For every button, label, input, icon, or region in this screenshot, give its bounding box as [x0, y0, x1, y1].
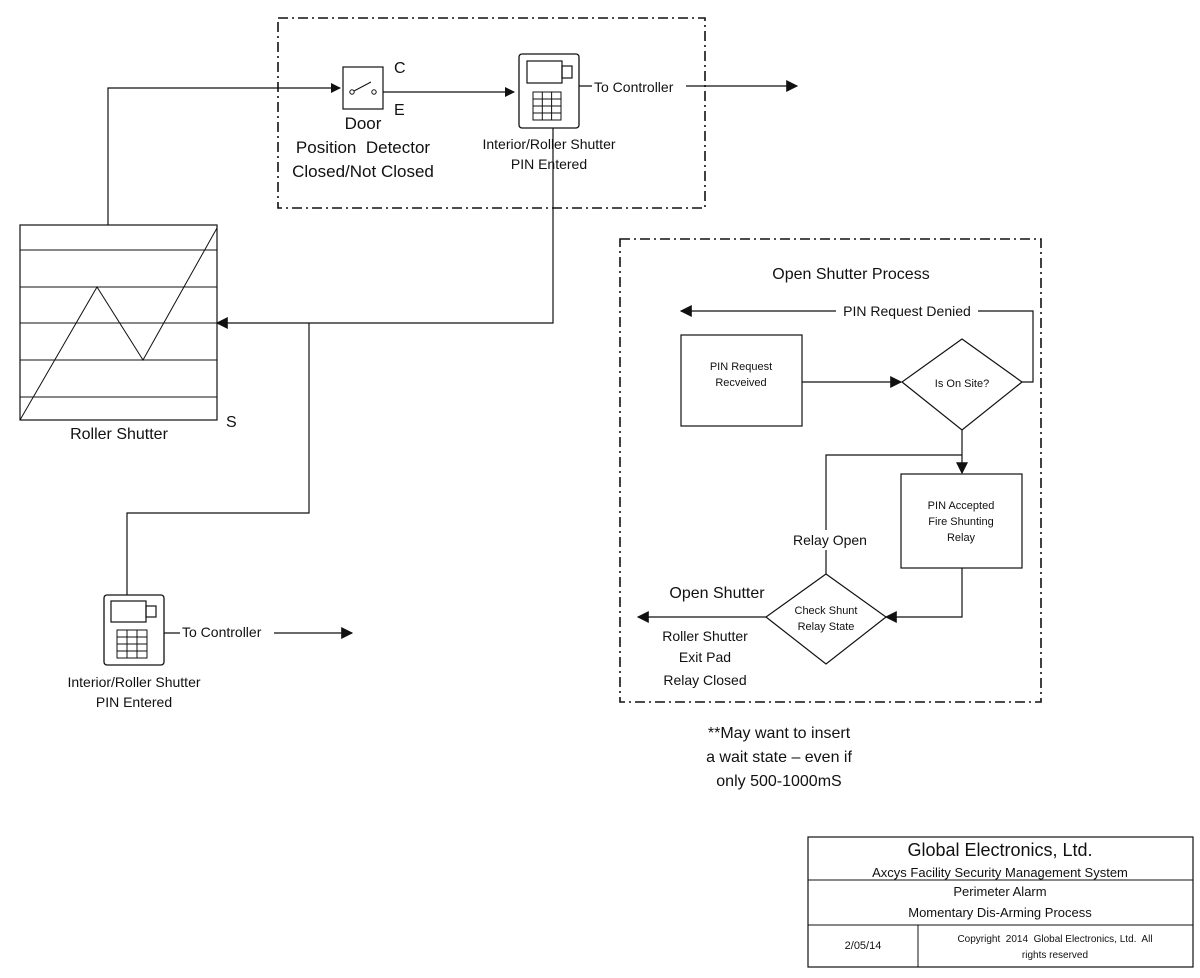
pin-request-box [680, 334, 803, 427]
pin-request-line1: PIN Request [710, 361, 772, 373]
door-position-detector: C E Door Position Detector Closed/Not Cl… [292, 60, 434, 181]
note-line1: **May want to insert [708, 725, 851, 742]
accepted-to-check-flow [884, 568, 963, 623]
pin-request-line2: Recveived [715, 377, 766, 389]
top-keypad-label-line2: PIN Entered [511, 156, 587, 172]
exit-label-line3: Relay Closed [663, 672, 746, 688]
keypad-body [518, 53, 580, 129]
position-detector-label: Position Detector [296, 138, 431, 157]
pin-accepted-line3: Relay [947, 532, 976, 544]
relay-open-label: Relay Open [793, 532, 867, 548]
shutter-slats [20, 249, 217, 398]
keypad-to-shutter-wire [215, 128, 554, 329]
check-shunt-line1: Check Shunt [795, 605, 858, 617]
drawing-title-line2: Momentary Dis-Arming Process [908, 905, 1092, 920]
copyright-line1: Copyright 2014 Global Electronics, Ltd. … [957, 934, 1152, 945]
is-on-site-label: Is On Site? [935, 378, 989, 390]
copyright-line2: rights reserved [1022, 950, 1088, 961]
bottom-keypad: Interior/Roller Shutter PIN Entered [67, 594, 201, 710]
bottom-to-controller-label: To Controller [182, 624, 262, 640]
exit-label-line2: Exit Pad [679, 649, 731, 665]
terminal-s-label: S [226, 414, 237, 431]
roller-shutter-label: Roller Shutter [70, 426, 168, 443]
bottom-keypad-label-line2: PIN Entered [96, 694, 172, 710]
check-shunt-decision [764, 573, 888, 665]
detector-box [342, 66, 384, 110]
door-label: Door [345, 114, 382, 133]
note-line2: a wait state – even if [706, 749, 852, 766]
open-shutter-label: Open Shutter [669, 585, 765, 602]
bottom-keypad-wire [126, 323, 310, 595]
shutter-motor-symbol [19, 227, 218, 421]
exit-label-line1: Roller Shutter [662, 628, 748, 644]
roller-shutter: Roller Shutter S [19, 224, 237, 443]
keypad-camera-icon [110, 600, 157, 623]
pin-accepted-box [900, 473, 1023, 569]
shutter-to-detector-wire [107, 83, 341, 225]
keypad-camera-icon [526, 60, 573, 84]
door-zone-boundary [277, 17, 706, 209]
company-name: Global Electronics, Ltd. [907, 840, 1092, 860]
switch-icon [349, 81, 377, 95]
process-boundary [619, 238, 1042, 703]
terminal-e-label: E [394, 102, 405, 119]
title-block: Global Electronics, Ltd. Axcys Facility … [807, 836, 1194, 968]
drawing-title-line1: Perimeter Alarm [953, 884, 1046, 899]
system-name: Axcys Facility Security Management Syste… [872, 865, 1128, 880]
bottom-keypad-label-line1: Interior/Roller Shutter [67, 674, 200, 690]
process-title: Open Shutter Process [772, 266, 929, 283]
top-to-controller-label: To Controller [594, 79, 674, 95]
top-keypad-label-line1: Interior/Roller Shutter [482, 136, 615, 152]
pin-accepted-line2: Fire Shunting [928, 516, 993, 528]
note-line3: only 500-1000mS [716, 773, 841, 790]
pin-denied-label: PIN Request Denied [843, 303, 971, 319]
closed-not-closed-label: Closed/Not Closed [292, 162, 434, 181]
terminal-c-label: C [394, 60, 406, 77]
top-keypad: Interior/Roller Shutter PIN Entered [482, 53, 616, 172]
check-shunt-line2: Relay State [798, 621, 855, 633]
keypad-grid-icon [116, 629, 148, 659]
pin-accepted-line1: PIN Accepted [928, 500, 995, 512]
keypad-grid-icon [532, 91, 562, 121]
drawing-date: 2/05/14 [845, 940, 882, 952]
